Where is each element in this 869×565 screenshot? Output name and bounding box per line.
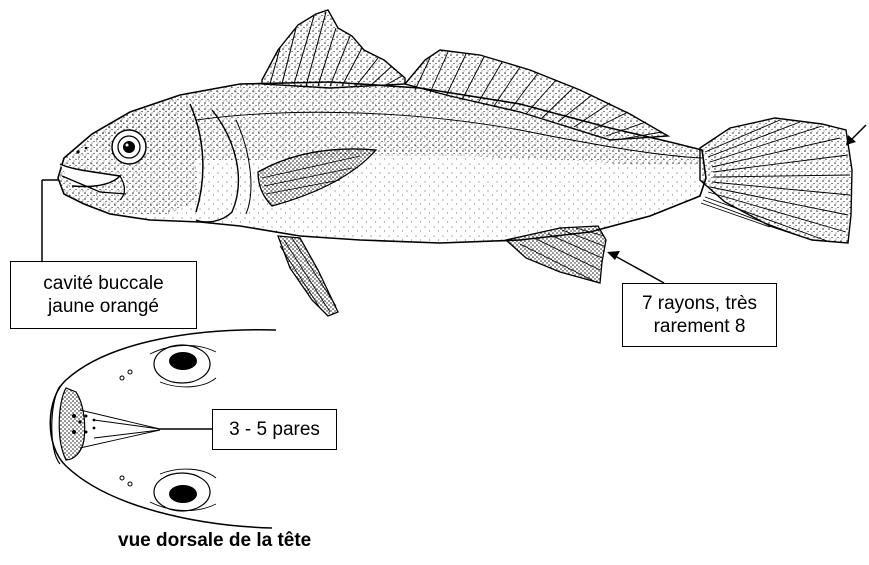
anal-fin-label-line2: rarement 8 — [623, 315, 776, 338]
anal-fin-arrow — [607, 251, 664, 283]
caudal-fin — [700, 118, 852, 243]
anal-fin-label-box: 7 rayons, très rarement 8 — [622, 283, 777, 347]
dorsal-view-caption: vue dorsale de la tête — [118, 530, 388, 552]
fish-eye — [112, 130, 146, 164]
mouth-label-box: cavité buccale jaune orangé — [10, 261, 197, 329]
anal-fin-label-line1: 7 rayons, très — [623, 292, 776, 315]
arrow — [846, 125, 866, 145]
first-dorsal-fin — [262, 10, 405, 88]
mouth-leader-line — [42, 180, 58, 262]
pores-label: 3 - 5 pares — [213, 418, 336, 441]
pelvic-fin — [278, 236, 338, 316]
pores-label-box: 3 - 5 pares — [212, 409, 337, 450]
mouth-label-line2: jaune orangé — [11, 295, 196, 318]
mouth-label-line1: cavité buccale — [11, 272, 196, 295]
